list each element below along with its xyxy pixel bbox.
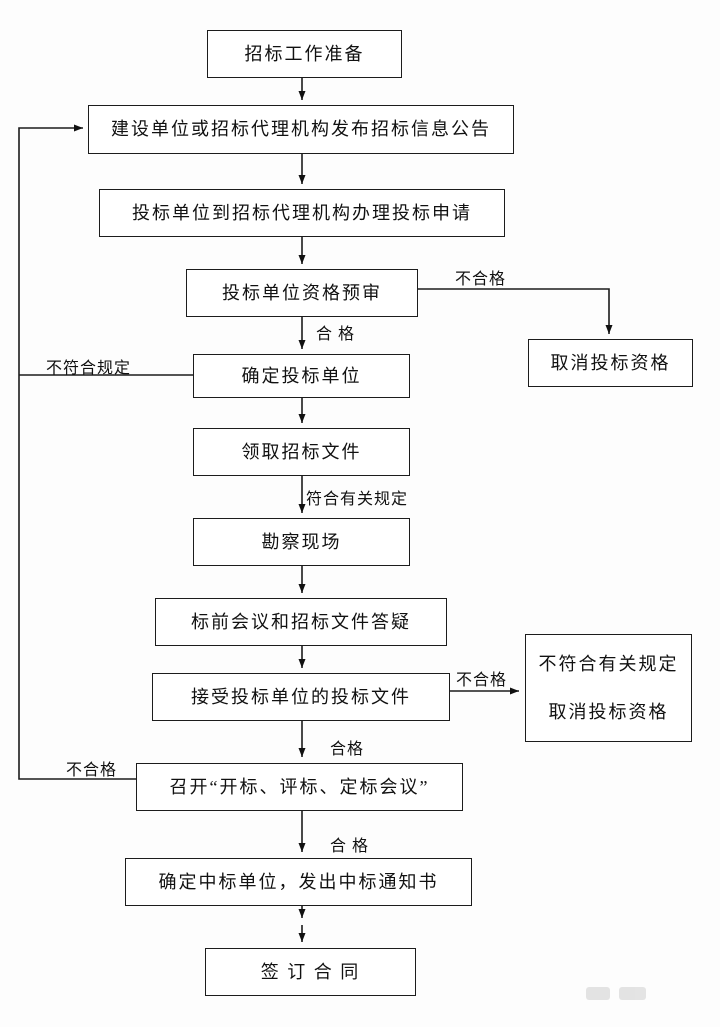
node-receive-documents: 领取招标文件 (193, 428, 410, 476)
edge-label-accept-pass: 合格 (330, 741, 365, 758)
node-sign-contract: 签 订 合 同 (205, 948, 416, 996)
edge-label-meeting-pass: 合 格 (330, 838, 370, 855)
node-nonconform-cancel: 不符合有关规定 取消投标资格 (525, 634, 692, 742)
edge-label-meeting-fail: 不合格 (66, 762, 118, 779)
edge-label-prequalify-fail: 不合格 (455, 271, 507, 288)
arrow-left-rail-to-announce (18, 124, 136, 780)
watermark (586, 987, 646, 1000)
node-award-notice: 确定中标单位，发出中标通知书 (125, 858, 472, 906)
arrow-prequalify-fail (416, 288, 613, 334)
node-prebid-meeting: 标前会议和招标文件答疑 (155, 598, 447, 646)
node-prequalification: 投标单位资格预审 (186, 269, 418, 317)
node-nonconform-cancel-line2: 取消投标资格 (548, 702, 669, 722)
node-bid-opening-meeting: 召开“开标、评标、定标会议” (136, 763, 463, 811)
node-bid-application: 投标单位到招标代理机构办理投标申请 (99, 189, 505, 237)
node-announcement: 建设单位或招标代理机构发布招标信息公告 (88, 105, 514, 154)
watermark-mark-1 (586, 987, 610, 1000)
node-site-survey: 勘察现场 (193, 518, 410, 566)
node-nonconform-cancel-line1: 不符合有关规定 (538, 653, 679, 674)
node-determine-bidders: 确定投标单位 (193, 354, 410, 398)
node-bid-preparation: 招标工作准备 (207, 30, 402, 78)
edge-label-not-conform-rules: 不符合规定 (46, 360, 132, 377)
edge-label-conform-rules: 符合有关规定 (306, 491, 409, 508)
edge-label-accept-fail: 不合格 (456, 672, 508, 689)
edge-label-prequalify-pass: 合 格 (316, 326, 356, 343)
node-accept-bid-documents: 接受投标单位的投标文件 (152, 673, 450, 721)
watermark-mark-2 (619, 987, 646, 1000)
node-cancel-qualification: 取消投标资格 (528, 339, 693, 387)
